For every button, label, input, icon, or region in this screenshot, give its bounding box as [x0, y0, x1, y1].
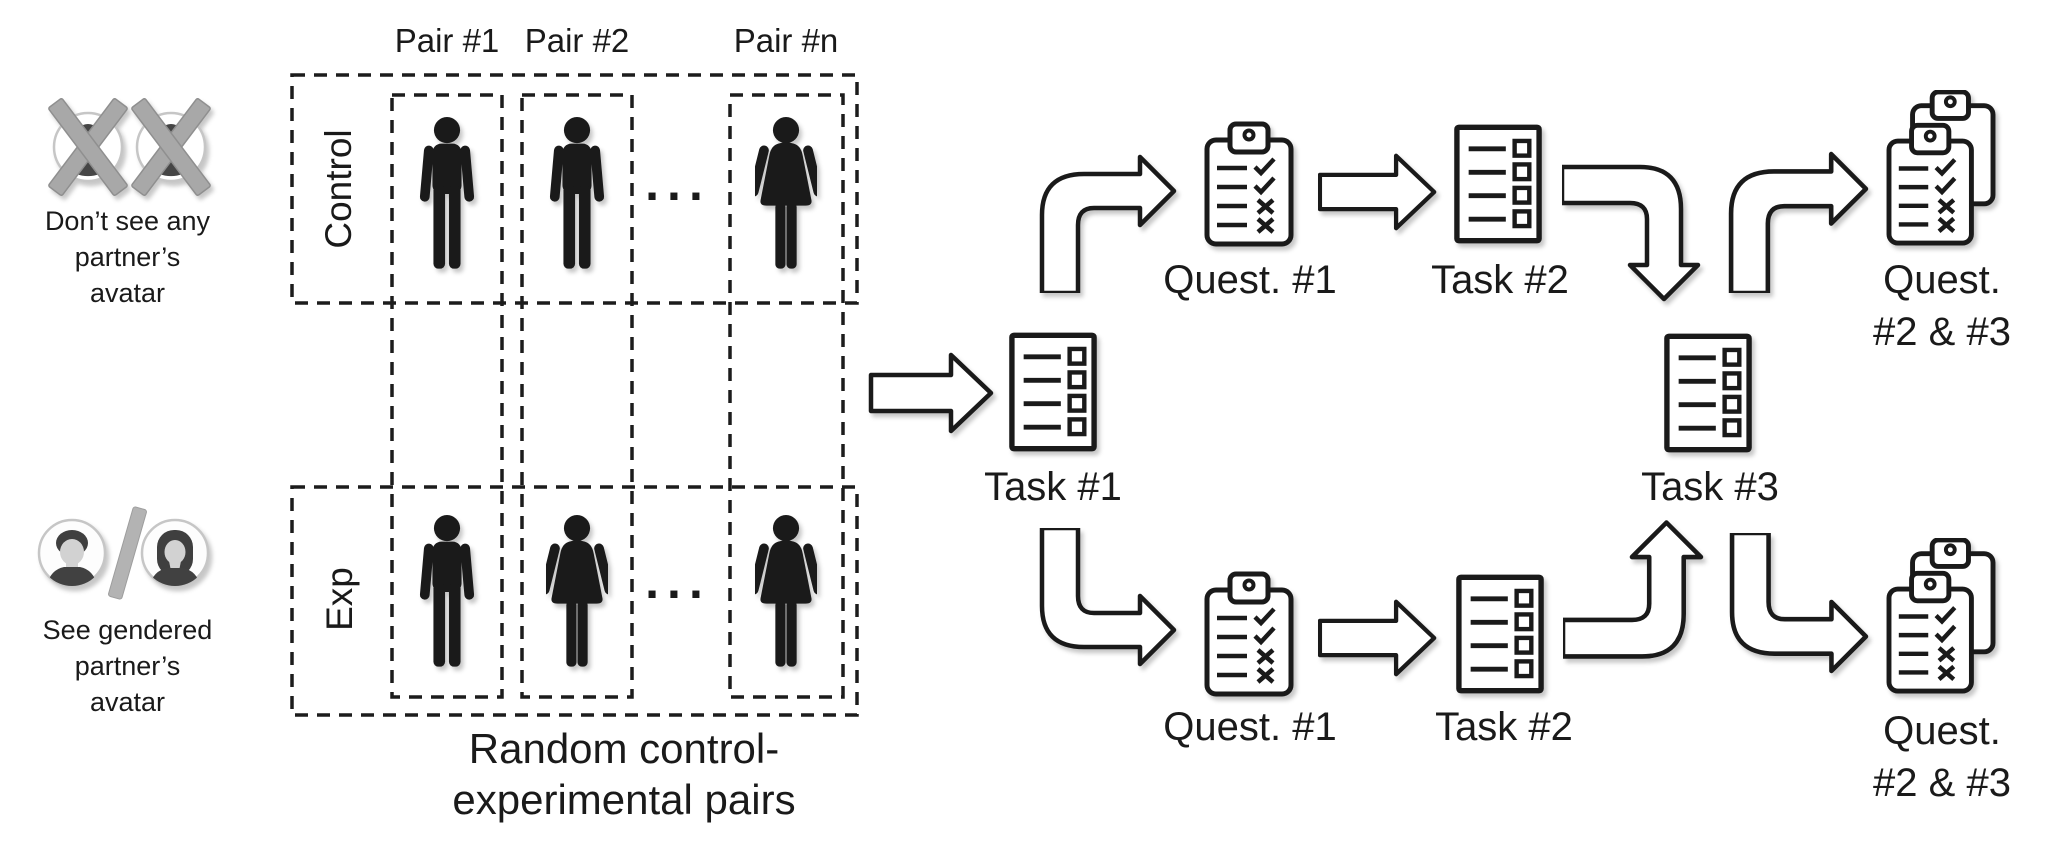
bent-arrow-down-right-icon [1038, 528, 1178, 668]
quest23-bottom-label: Quest. #2 & #3 [1832, 705, 2048, 809]
task-document-icon [1663, 332, 1753, 454]
task-document-icon [1008, 330, 1098, 454]
straight-arrow-icon [1318, 152, 1438, 232]
no-avatar-crossed-icon [121, 92, 221, 202]
caption-line: partner’s [74, 242, 181, 272]
ellipsis: ... [645, 553, 711, 609]
caption-line: #2 & #3 [1873, 310, 2011, 354]
male-person-icon [416, 114, 478, 276]
control-row-label: Control [318, 129, 359, 249]
female-avatar-icon [139, 517, 211, 589]
straight-arrow-icon [868, 351, 996, 435]
quest1-top-label: Quest. #1 [1163, 258, 1337, 302]
caption-line: avatar [89, 687, 166, 717]
task2-bottom-label: Task #2 [1435, 705, 1573, 749]
caption-line: See gendered [42, 615, 213, 645]
straight-arrow-icon [1318, 598, 1438, 678]
bent-arrow-right-up-icon [1565, 523, 1712, 665]
male-person-icon [416, 512, 478, 674]
questionnaire-clipboard-icon [1203, 120, 1295, 248]
female-person-icon [755, 114, 817, 276]
caption-line: Random control- [468, 725, 780, 772]
pair-column-header: Pair #1 [394, 22, 500, 59]
task-document-icon [1453, 123, 1543, 245]
grid-caption: Random control- experimental pairs [404, 723, 844, 825]
no-avatar-caption: Don’t see any partner’s avatar [20, 203, 235, 311]
task3-label: Task #3 [1641, 465, 1779, 509]
male-avatar-icon [36, 517, 108, 589]
caption-line: Quest. [1883, 709, 2001, 753]
caption-line: Quest. [1883, 258, 2001, 302]
caption-line: Don’t see any [44, 206, 211, 236]
stacked-questionnaires-icon [1885, 538, 1997, 695]
pair-column-header: Pair #n [733, 22, 839, 59]
caption-line: avatar [89, 278, 166, 308]
gendered-avatar-caption: See gendered partner’s avatar [20, 612, 235, 720]
female-person-icon [546, 512, 608, 674]
female-person-icon [755, 512, 817, 674]
task-document-icon [1455, 573, 1545, 695]
caption-line: partner’s [74, 651, 181, 681]
task1-label: Task #1 [984, 465, 1122, 509]
pair-column-header: Pair #2 [524, 22, 630, 59]
bent-arrow-right-down-icon [1562, 163, 1702, 303]
bent-arrow-down-right-icon [1728, 535, 1870, 677]
task2-top-label: Task #2 [1431, 258, 1569, 302]
quest23-top-label: Quest. #2 & #3 [1832, 254, 2048, 358]
male-person-icon [546, 114, 608, 276]
caption-line: #2 & #3 [1873, 761, 2011, 805]
quest1-bottom-label: Quest. #1 [1163, 705, 1337, 749]
questionnaire-clipboard-icon [1203, 570, 1295, 698]
caption-line: experimental pairs [452, 776, 796, 823]
stacked-questionnaires-icon [1885, 90, 1997, 247]
ellipsis: ... [645, 155, 711, 211]
exp-row-label: Exp [319, 567, 360, 631]
